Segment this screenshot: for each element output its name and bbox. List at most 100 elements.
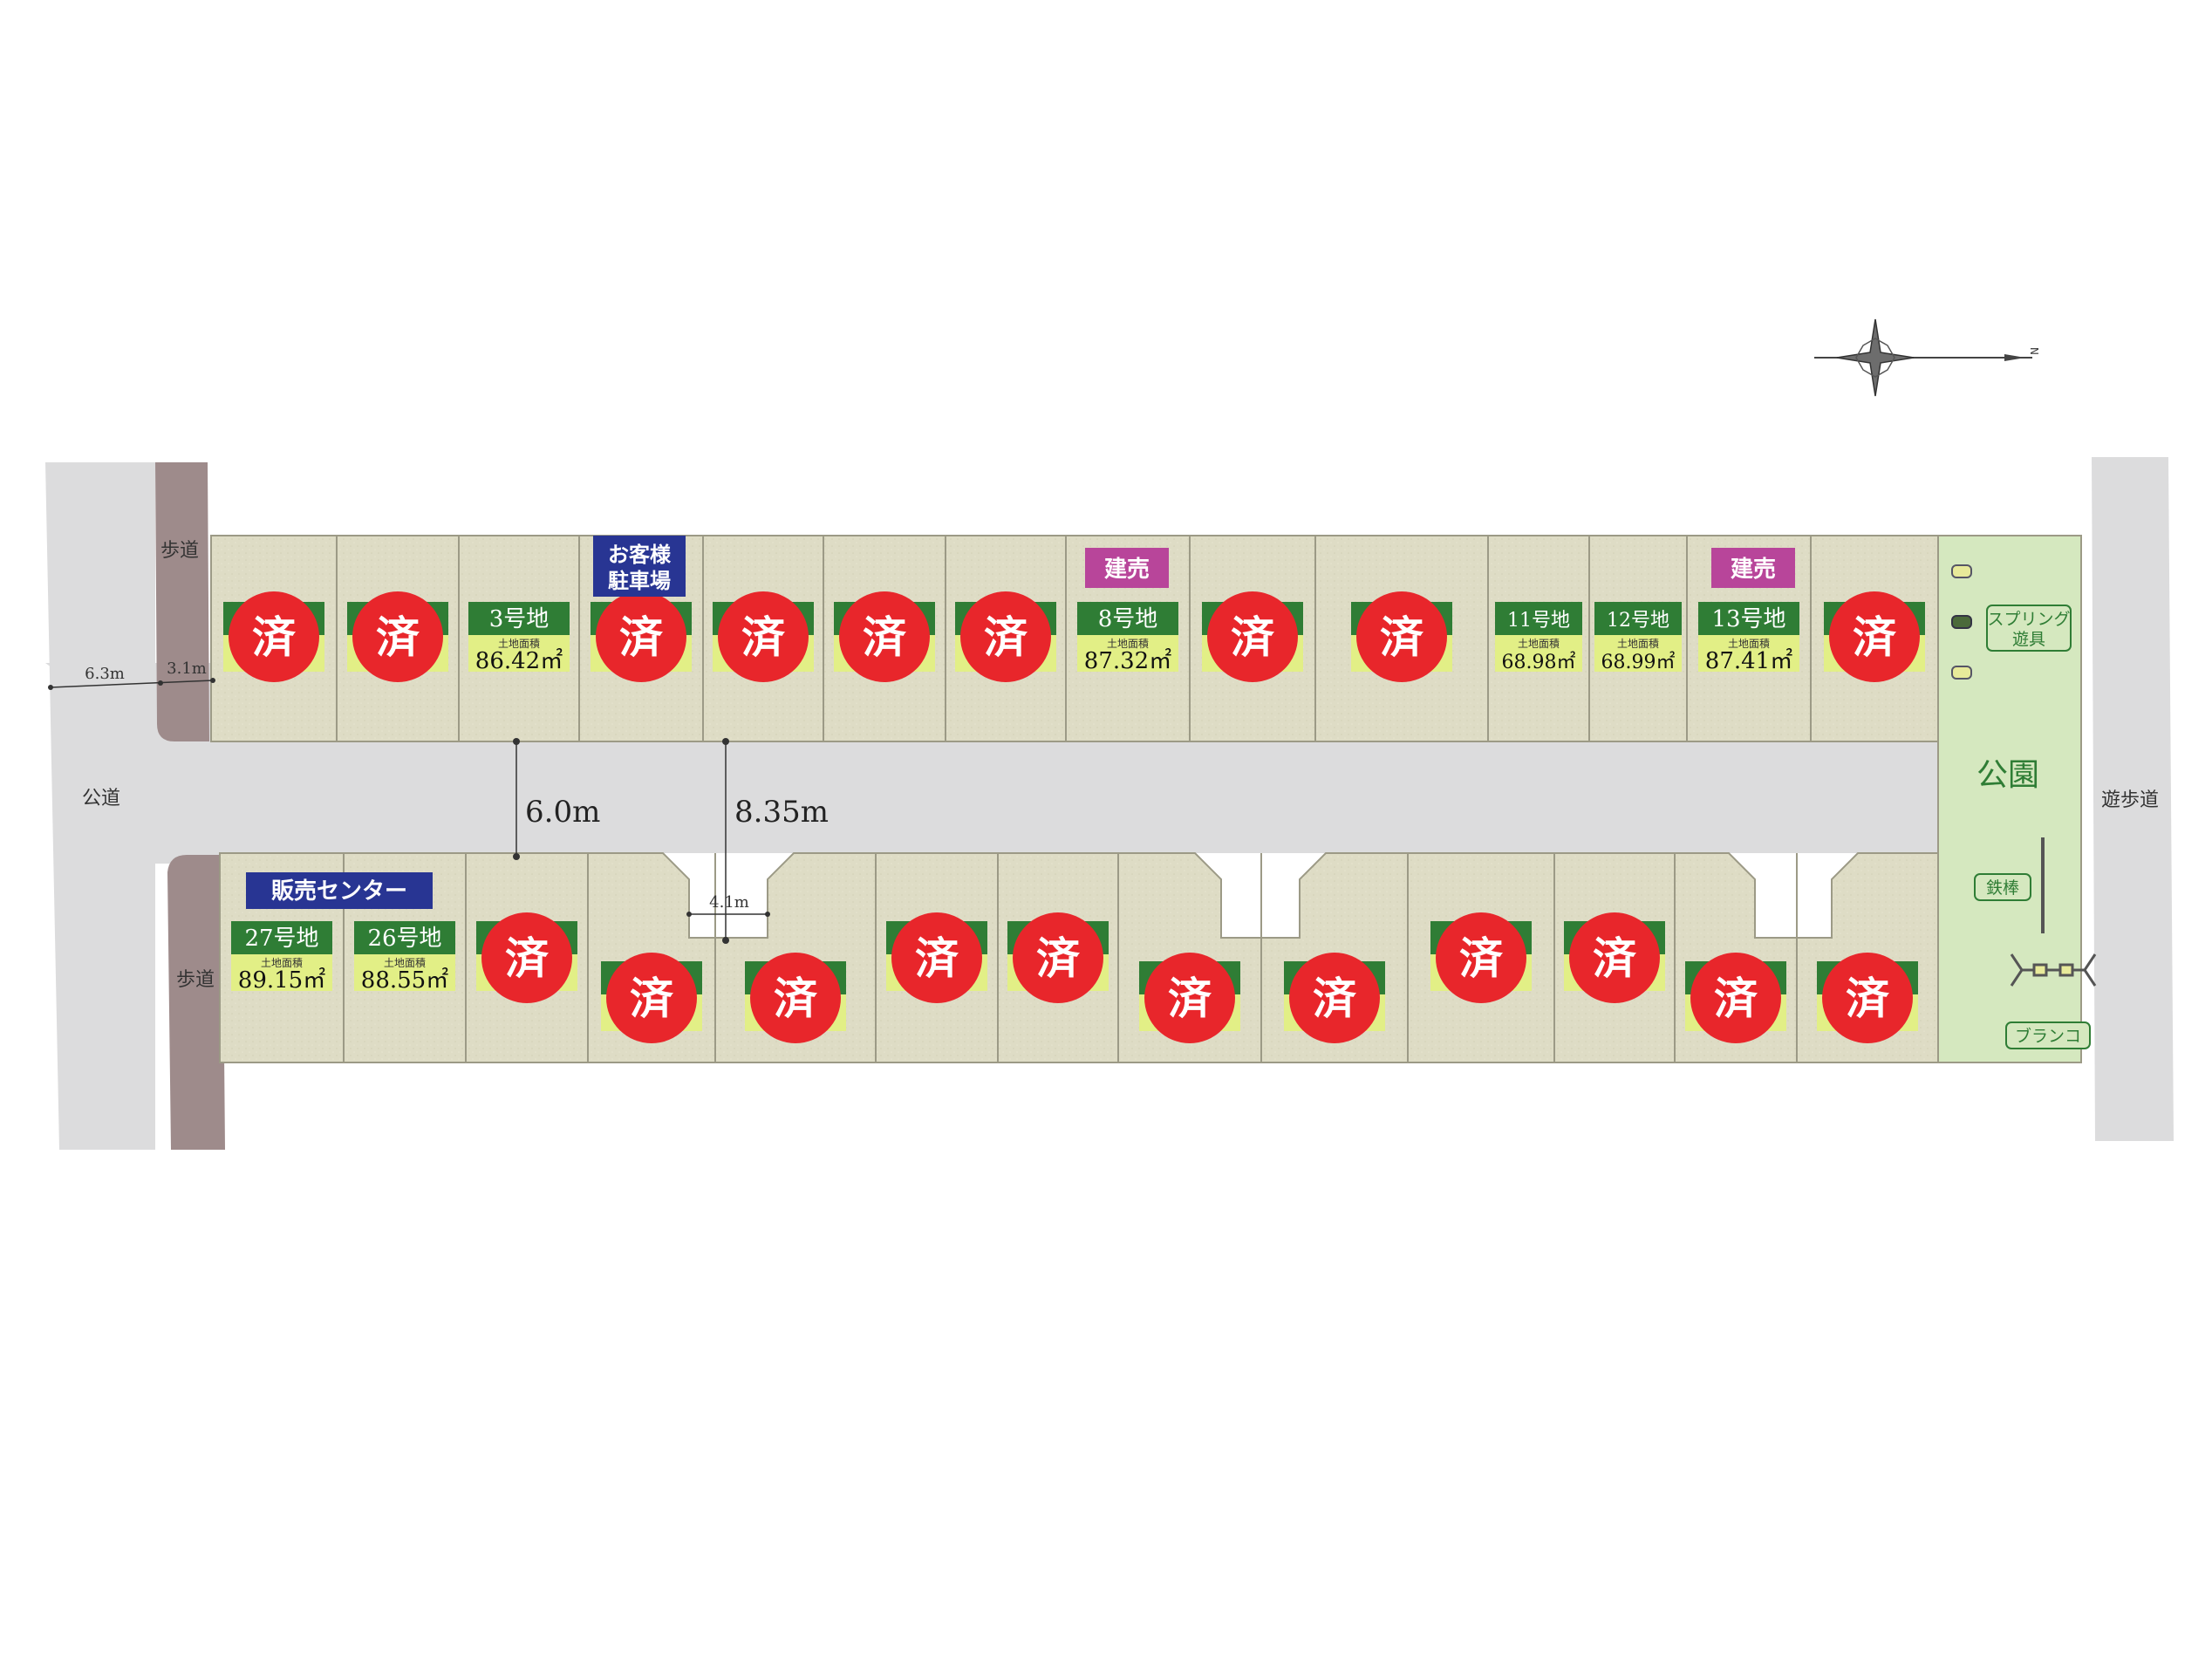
svg-text:建売: 建売 <box>1104 557 1150 583</box>
lot-top-9[interactable]: 済 <box>1189 535 1316 742</box>
lot-area: 89.15㎡ <box>238 967 325 994</box>
lot-top-2[interactable]: 済 <box>336 535 460 742</box>
lot-bottom-13[interactable]: 済 <box>1817 953 1918 1043</box>
lot-area-box <box>1495 635 1582 672</box>
sales-center-label: 販売センター <box>271 878 407 905</box>
lot-number-box <box>1077 602 1178 635</box>
spring-toys-label: スプリング <box>1987 610 2070 629</box>
sold-mark: 済 <box>376 612 420 663</box>
sold-mark: 済 <box>1168 974 1212 1024</box>
lot-area-label: 土地面積 <box>498 637 540 650</box>
lot-top-6[interactable]: 済 <box>823 535 946 742</box>
swing-box <box>2005 1021 2091 1049</box>
sold-mark: 済 <box>619 612 664 663</box>
lot-area-box <box>231 954 332 991</box>
sold-badge <box>718 591 809 682</box>
lot-top-5[interactable]: 済 <box>702 535 824 742</box>
road-labels: 公道 歩道 歩道 遊歩道 6.3m 3.1m 6.0m 8.35m 4.1m <box>48 540 2159 991</box>
lot-area: 68.99㎡ <box>1601 651 1676 673</box>
public-road-label: 公道 <box>82 788 120 810</box>
lot-area: 88.55㎡ <box>361 967 448 994</box>
sales-center-banner <box>246 872 433 909</box>
lot-top-7[interactable]: 済 <box>945 535 1067 742</box>
sold-mark: 済 <box>1846 974 1890 1024</box>
lot-top-1[interactable]: 済 <box>210 535 338 742</box>
compass-north: N <box>2028 347 2040 355</box>
sold-mark: 済 <box>915 933 959 984</box>
sold-mark: 済 <box>1593 933 1637 984</box>
compass-icon: N <box>1814 318 2040 397</box>
park: 公園 スプリング 遊具 鉄棒 ブランコ <box>1937 535 2097 1063</box>
lot-number-box <box>354 921 455 954</box>
sold-badge <box>839 591 930 682</box>
sidewalk-top-label: 歩道 <box>160 540 199 562</box>
sold-badge <box>481 912 572 1003</box>
lot-area-label: 土地面積 <box>1728 637 1770 650</box>
park-label: 公園 <box>1976 757 2039 793</box>
lot-area-label: 土地面積 <box>1617 637 1659 650</box>
lot-top-10[interactable]: 済 <box>1314 535 1489 742</box>
sidewalk-bottom-label: 歩道 <box>176 969 215 991</box>
lot-bottom-6[interactable]: 済 <box>886 912 987 1003</box>
sold-mark: 済 <box>1231 612 1275 663</box>
sold-mark: 済 <box>252 612 297 663</box>
lot-area: 86.42㎡ <box>475 648 563 674</box>
sold-badge <box>229 591 319 682</box>
swing-icon <box>2010 953 2097 987</box>
lot-bottom-9[interactable]: 済 <box>1284 953 1385 1043</box>
sold-mark: 済 <box>1714 974 1758 1024</box>
spring-toy-icon <box>1951 564 1972 680</box>
sold-mark: 済 <box>741 612 786 663</box>
iron-bar-label: 鉄棒 <box>1986 878 2019 898</box>
lot-area-box <box>1077 635 1178 672</box>
lot-number: 26号地 <box>367 926 441 952</box>
lot-top-14[interactable]: 済 <box>1810 535 1939 742</box>
lot-area-label: 土地面積 <box>1107 637 1149 650</box>
lot-area-box <box>468 635 570 672</box>
lot-number-box <box>1495 602 1582 635</box>
roads <box>45 457 2174 1150</box>
lot-bottom-4[interactable]: 済 <box>601 953 702 1043</box>
iron-bar-box <box>1974 873 2031 901</box>
lot-area-box <box>354 954 455 991</box>
sold-badge <box>750 953 841 1043</box>
promenade <box>2092 457 2174 1141</box>
sold-badge <box>606 953 697 1043</box>
sold-badge <box>596 591 686 682</box>
lot-bottom-11[interactable]: 済 <box>1564 912 1665 1003</box>
sold-mark: 済 <box>1036 933 1081 984</box>
lot-bottom-5[interactable]: 済 <box>745 953 846 1043</box>
lot-bottom-3[interactable]: 済 <box>476 912 577 1003</box>
lot-bottom-8[interactable]: 済 <box>1139 953 1240 1043</box>
banners: お客様 駐車場 販売センター 建売 建売 <box>246 536 1795 909</box>
lot-number-box <box>468 602 570 635</box>
lot-bottom-7[interactable]: 済 <box>1007 912 1109 1003</box>
sold-mark: 済 <box>863 612 907 663</box>
lot-area-box <box>1594 635 1682 672</box>
svg-text:お客様: お客様 <box>608 543 672 567</box>
sold-mark: 済 <box>1313 974 1357 1024</box>
parking-banner <box>593 536 686 597</box>
public-road-width: 6.3m <box>85 665 125 683</box>
sold-mark: 済 <box>1459 933 1504 984</box>
sidewalk-width: 3.1m <box>167 659 207 678</box>
sold-badge <box>1144 953 1235 1043</box>
main-road <box>155 741 1952 853</box>
svg-text:建売: 建売 <box>1731 557 1776 583</box>
sold-badge <box>1207 591 1298 682</box>
svg-text:駐車場: 駐車場 <box>608 569 671 593</box>
road-width-6m: 6.0m <box>525 795 600 830</box>
sold-badge <box>891 912 982 1003</box>
lot-number: 12号地 <box>1607 610 1669 632</box>
lot-bottom-10[interactable]: 済 <box>1430 912 1532 1003</box>
lot-bottom-12[interactable]: 済 <box>1685 953 1786 1043</box>
promenade-label: 遊歩道 <box>2101 789 2159 811</box>
sold-badge <box>1356 591 1447 682</box>
sold-mark: 済 <box>1380 612 1424 663</box>
